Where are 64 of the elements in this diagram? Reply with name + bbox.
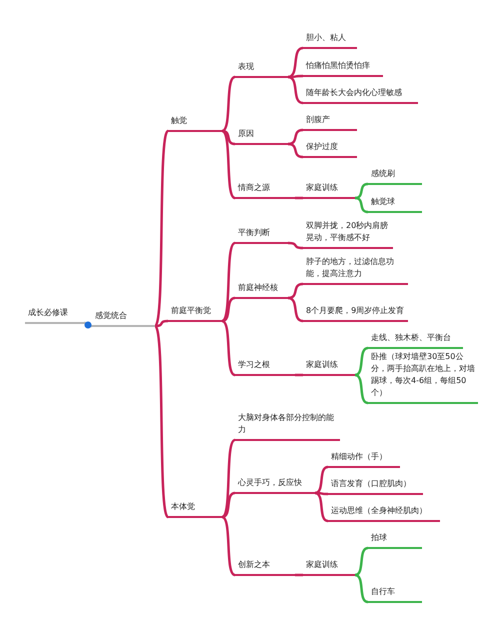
branch-line xyxy=(221,130,236,200)
branch-line xyxy=(354,196,368,214)
topic-label: 剖腹产 xyxy=(303,114,357,132)
branch-line xyxy=(295,574,303,576)
topic-label: 前庭神经核 xyxy=(235,282,288,300)
branch-line xyxy=(221,320,236,376)
topic-label: 双脚并拢，20秒内肩膀晃动，平衡感不好 xyxy=(303,220,393,250)
topic-label: 卧推（球对墙壁30至50公分，两手抬高趴在地上，对墙踢球，每次4-6组，每组50个） xyxy=(368,351,478,404)
branch-line xyxy=(288,242,304,250)
branch-line xyxy=(221,516,236,576)
branch-line xyxy=(222,130,236,146)
topic-label: 自行车 xyxy=(368,586,422,604)
topic-label: 触觉球 xyxy=(368,196,422,214)
topic-label: 本体觉 xyxy=(168,501,222,518)
topic-label: 8个月要爬，9周岁停止发育 xyxy=(303,305,408,322)
topic-label: 拍球 xyxy=(368,532,422,550)
topic-label: 走线、独木桥、平衡台 xyxy=(368,332,463,350)
branch-line xyxy=(295,196,303,200)
branch-line xyxy=(288,282,304,300)
branch-line xyxy=(154,325,170,518)
topic-label: 感统刷 xyxy=(368,168,422,186)
branch-line xyxy=(314,492,328,522)
branch-line xyxy=(221,438,236,518)
branch-line xyxy=(354,346,368,376)
topic-label: 心灵手巧，反应快 xyxy=(235,477,315,494)
branch-line xyxy=(221,76,236,132)
topic-label: 前庭平衡觉 xyxy=(168,305,222,322)
branch-line xyxy=(314,492,328,496)
topic-label: 精细动作（手） xyxy=(328,451,400,468)
branch-line xyxy=(288,142,304,158)
branch-line xyxy=(221,242,236,322)
topic-label: 语言发育（口腔肌肉） xyxy=(328,478,423,496)
topic-label: 运动思维（全身神经肌肉） xyxy=(328,505,440,522)
branch-line xyxy=(314,466,328,494)
topic-label: 胆小、粘人 xyxy=(303,32,357,50)
branch-line xyxy=(354,182,368,200)
topic-label: 触觉 xyxy=(168,115,222,132)
branch-line xyxy=(354,546,368,576)
topic-label: 成长必修课 xyxy=(25,307,84,324)
topic-label: 感觉统合 xyxy=(92,310,155,328)
topic-label: 情商之源 xyxy=(235,182,295,200)
topic-label: 大脑对身体各部分控制的能力 xyxy=(235,412,340,442)
topic-label: 家庭训练 xyxy=(303,182,355,200)
topic-label: 脖子的地方，过滤信息功能，提高注意力 xyxy=(303,256,408,286)
branch-line xyxy=(154,130,170,327)
topic-label: 平衡判断 xyxy=(235,227,288,244)
topic-label: 家庭训练 xyxy=(303,559,355,576)
topic-label: 表现 xyxy=(235,61,288,78)
topic-label: 保护过度 xyxy=(303,141,357,158)
topic-label: 怕痛怕黑怕烫怕痒 xyxy=(303,60,383,78)
branch-line xyxy=(222,296,236,322)
branch-line xyxy=(288,46,304,78)
branch-line xyxy=(354,374,368,404)
topic-label: 随年龄长大会内化心理敏感 xyxy=(303,87,418,104)
branch-line xyxy=(222,492,236,518)
topic-label: 学习之根 xyxy=(235,359,295,376)
topic-label: 创新之本 xyxy=(235,559,295,576)
branch-line xyxy=(288,74,303,78)
branch-line xyxy=(295,374,303,376)
branch-line xyxy=(354,574,368,604)
topic-label: 原因 xyxy=(235,128,288,146)
topic-label: 家庭训练 xyxy=(303,359,355,376)
branch-line xyxy=(288,128,304,146)
branch-line xyxy=(154,320,168,328)
